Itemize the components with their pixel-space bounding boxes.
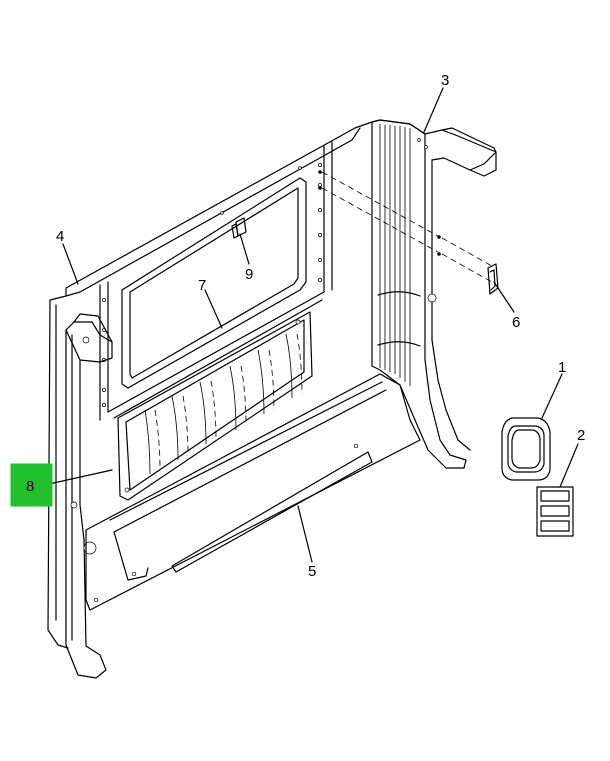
callout-8[interactable]: 8 <box>26 478 34 495</box>
leader-1 <box>541 373 563 419</box>
back-panel <box>47 119 426 649</box>
leader-9 <box>239 233 250 265</box>
leader-3 <box>423 87 444 133</box>
clip-part <box>231 217 247 239</box>
part-2-label-plate <box>536 486 574 537</box>
leader-4 <box>62 243 79 285</box>
callout-3[interactable]: 3 <box>441 72 449 89</box>
callout-4[interactable]: 4 <box>56 228 64 245</box>
lower-sill <box>85 373 421 611</box>
leader-lines <box>39 87 579 563</box>
highlight-box-8[interactable] <box>10 463 53 507</box>
leader-7 <box>204 289 223 329</box>
callout-7[interactable]: 7 <box>198 277 206 294</box>
leader-6 <box>493 281 515 313</box>
callout-9[interactable]: 9 <box>245 266 253 283</box>
latch-clip <box>318 170 499 295</box>
callout-2[interactable]: 2 <box>577 427 585 444</box>
callout-5[interactable]: 5 <box>308 563 316 580</box>
left-corner-post <box>65 313 113 679</box>
leader-2 <box>559 443 579 488</box>
part-1-trim-ring <box>501 417 551 481</box>
callout-6[interactable]: 6 <box>512 314 520 331</box>
callout-1[interactable]: 1 <box>558 359 566 376</box>
vent-panel <box>117 311 313 501</box>
right-corner-post <box>371 119 497 469</box>
leader-5 <box>297 505 313 563</box>
